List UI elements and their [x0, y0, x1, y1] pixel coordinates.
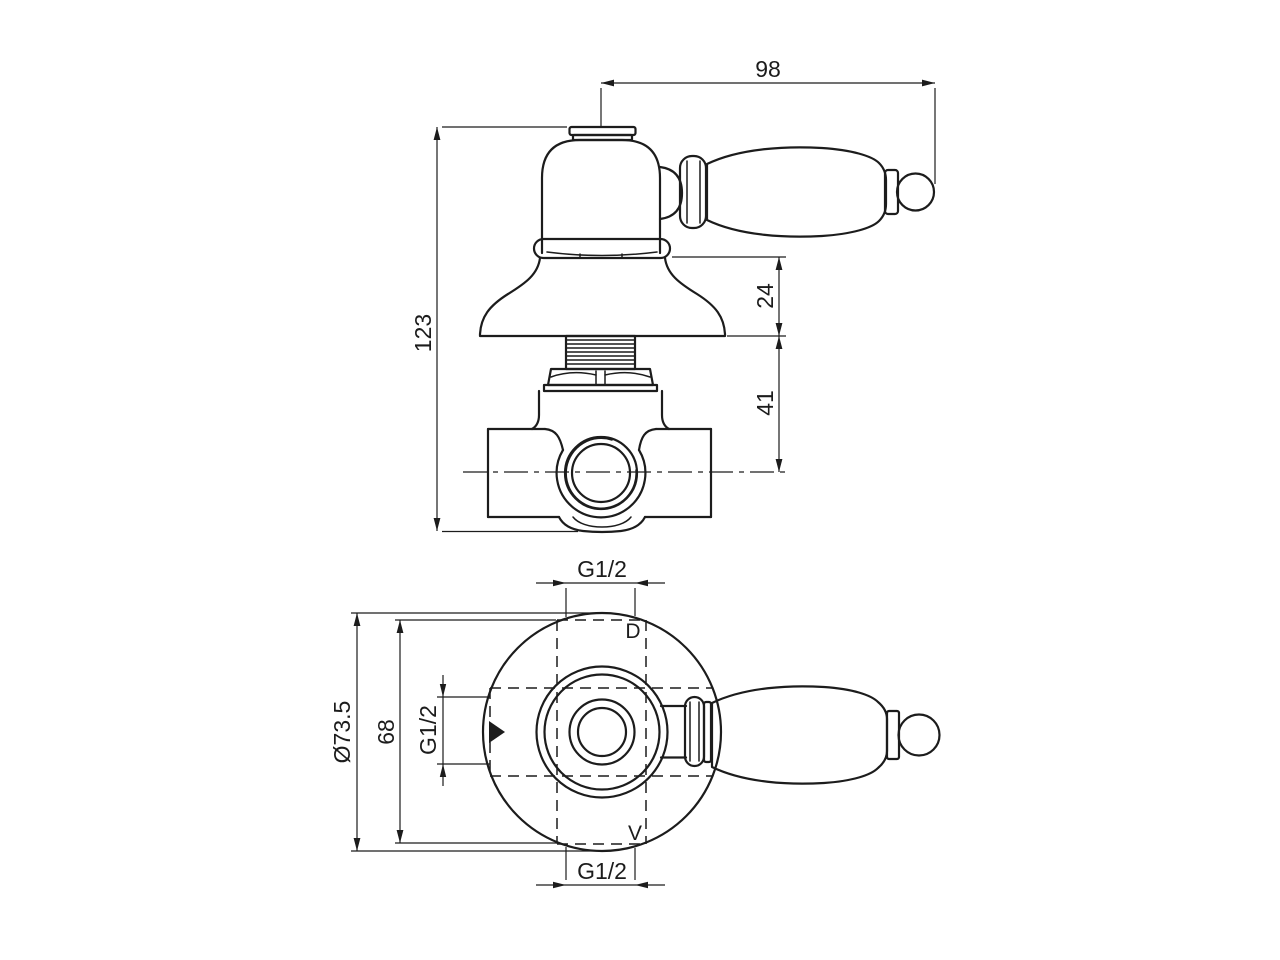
flow-direction-arrow-icon [489, 721, 505, 743]
dim-inlet-port: G1/2 [415, 675, 490, 786]
outlet-d-label: D [625, 620, 640, 643]
nut-base-band [542, 383, 659, 393]
dim-handle-span-label: 98 [755, 56, 781, 82]
side-view-valve-outline [478, 125, 936, 534]
front-view-valve-outline [481, 611, 941, 853]
dim-top-port-label: G1/2 [577, 556, 627, 582]
lever-handle [705, 146, 888, 238]
hidden-port-lines [489, 619, 713, 845]
front-view: D V Ø73.5 68 G1/2 [329, 556, 941, 889]
handle-neck-front [885, 709, 901, 761]
side-view: 98 123 24 41 [410, 56, 936, 534]
handle-ball-end-front [897, 713, 941, 757]
dim-escutcheon-diameter-label: Ø73.5 [329, 701, 355, 764]
port-bore [570, 442, 632, 504]
dim-inlet-port-label: G1/2 [415, 705, 441, 755]
lever-handle-front [710, 685, 889, 785]
handle-hub-outer [568, 698, 636, 766]
dim-bottom-port: G1/2 [536, 847, 665, 889]
bottom-stub [557, 515, 647, 534]
handle-collar-front [683, 695, 706, 768]
handle-boss [658, 165, 684, 221]
thread-lines [566, 339, 635, 365]
handle-collar [678, 154, 708, 230]
dim-overall-height-label: 123 [410, 314, 436, 352]
dim-handle-span: 98 [600, 56, 936, 184]
dim-port-span-label: 68 [373, 719, 399, 745]
dim-port-span: 68 [373, 619, 556, 844]
dim-depths: 24 41 [672, 256, 786, 472]
cap-disc [568, 125, 637, 137]
handle-hub-inner [576, 706, 628, 758]
dim-escutcheon-depth-label: 24 [752, 283, 778, 309]
escutcheon-bell [478, 256, 727, 338]
trim-ring-inner [543, 673, 661, 791]
port-bulge [555, 448, 647, 519]
dim-bottom-port-label: G1/2 [577, 858, 627, 884]
outlet-v-label: V [628, 822, 642, 845]
hex-nut [546, 367, 655, 387]
handle-ball-end [895, 172, 936, 212]
dim-overall-height: 123 [410, 126, 578, 533]
dim-valve-body-depth-label: 41 [752, 390, 778, 416]
dim-top-port: G1/2 [536, 556, 665, 617]
valve-dome [540, 138, 662, 255]
flange-ring [532, 237, 672, 260]
trim-ring-outer [535, 665, 669, 799]
dim-escutcheon-diameter: Ø73.5 [329, 612, 604, 852]
